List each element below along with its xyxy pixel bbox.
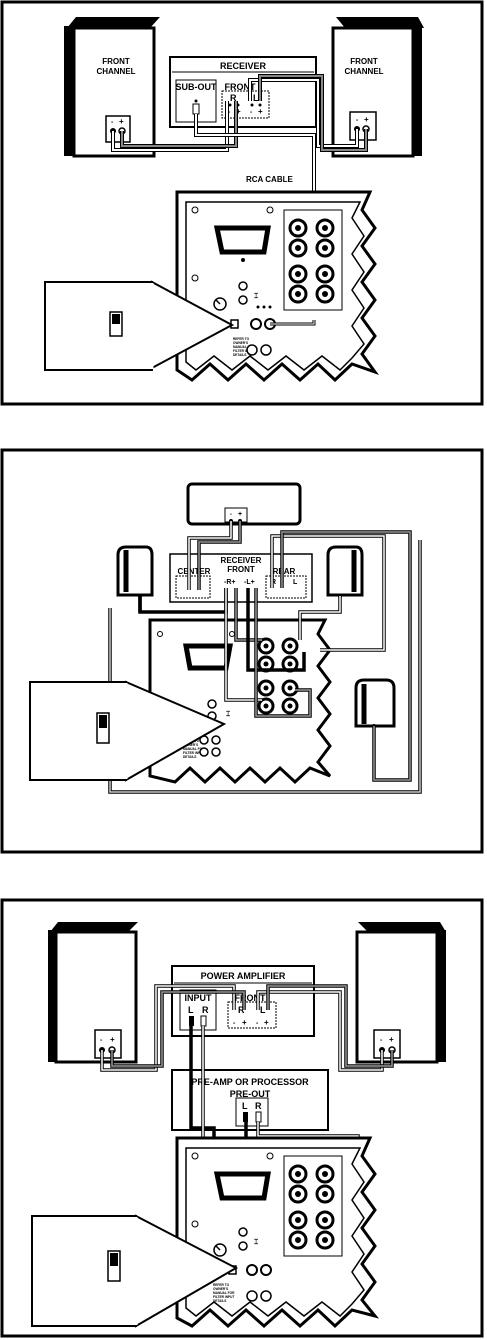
sub-out-label: SUB-OUT — [176, 82, 217, 92]
minus-label: - — [100, 1037, 103, 1044]
front-label: FRONT — [225, 82, 256, 92]
center-label: CENTER — [178, 567, 211, 576]
plus-label: + — [119, 117, 124, 126]
input-l-label: L — [188, 1005, 194, 1015]
minus-label: - — [380, 1037, 383, 1044]
pre-out-r-label: R — [255, 1101, 262, 1111]
preamp-label: PRE-AMP OR PROCESSOR — [191, 1077, 309, 1087]
minus-label: - — [356, 117, 359, 124]
phase-switch — [238, 295, 248, 305]
rear-satellite-speaker — [354, 678, 396, 728]
phase-symbol: ⌶ — [226, 711, 230, 718]
fine-print-line: REFER TO — [233, 337, 250, 341]
switch-zoom-callout — [29, 680, 227, 782]
front-r-label: R — [238, 1005, 245, 1015]
channel-l-label: L — [253, 93, 259, 103]
fine-print-line: OWNER'S — [183, 743, 198, 747]
sub-out-jack — [192, 103, 200, 115]
fine-print-line: OWNER'S — [213, 1287, 228, 1291]
front-channel-left-label-1: FRONT — [102, 57, 130, 66]
receiver-label: RECEIVER — [221, 556, 262, 565]
fine-print-line: DETAILS — [233, 353, 246, 357]
minus-label: - — [233, 1020, 236, 1027]
front-label: FRONT — [235, 993, 266, 1003]
front-terminals-section — [221, 90, 270, 119]
plus-label: + — [242, 1018, 247, 1027]
center-speaker: - + — [186, 482, 302, 526]
front-left-satellite-speaker — [116, 545, 154, 598]
speaker-level-input — [246, 1264, 258, 1276]
plus-label: + — [238, 511, 242, 518]
speaker-wires — [111, 74, 368, 152]
binding-posts — [288, 1164, 335, 1250]
fuse-holder — [260, 344, 272, 356]
fine-print-line: MANUAL FOR — [213, 1291, 235, 1295]
subwoofer-back-panel: ⌶ REFER TO OWNER'S MANUAL FOR FILTER INP… — [175, 190, 380, 383]
speaker-terminal-plate — [105, 115, 131, 143]
receiver-unit: RECEIVER SUB-OUT FRONT R L - + - + — [169, 56, 317, 128]
plus-label: + — [258, 107, 263, 116]
input-label: INPUT — [185, 993, 213, 1003]
minus-label: - — [256, 1020, 259, 1027]
speaker-terminal-plate — [349, 111, 377, 141]
led-indicator — [238, 281, 248, 291]
front-channel-right-label-2: CHANNEL — [344, 67, 383, 76]
front-r-label: -R+ — [224, 579, 235, 586]
panel-1-subout-connection: FRONT CHANNEL - + FRONT CHANNEL - + RECE… — [0, 0, 484, 406]
rca-cable-label: RCA CABLE — [246, 175, 293, 184]
speaker-wires — [108, 521, 422, 794]
fine-print-line: MANUAL FOR — [233, 345, 255, 349]
front-speaker-right: - + — [355, 922, 446, 1064]
front-l-label: -L+ — [244, 579, 255, 586]
front-channel-speaker-right: FRONT CHANNEL - + — [331, 17, 424, 158]
front-channel-left-label-2: CHANNEL — [96, 67, 135, 76]
switch-zoom-callout — [44, 280, 235, 371]
minus-label: - — [228, 109, 231, 116]
minus-label: - — [250, 109, 253, 116]
plus-label: + — [236, 107, 241, 116]
minus-label: - — [111, 119, 114, 126]
plus-label: + — [389, 1035, 394, 1044]
front-channel-speaker-left: FRONT CHANNEL - + — [64, 17, 160, 158]
pre-out-l-label: L — [242, 1101, 248, 1111]
panel-2-speaker-level-connection: - + RECEIVER FRONT CENTER REAR — [0, 448, 484, 854]
switch-zoom-callout — [31, 1214, 239, 1328]
binding-posts — [288, 218, 335, 304]
pre-out-label: PRE-OUT — [230, 1089, 271, 1099]
speaker-level-input — [260, 1264, 272, 1276]
minus-label: - — [230, 512, 232, 518]
power-amplifier-unit: POWER AMPLIFIER INPUT L R FRONT R L - + … — [171, 965, 315, 1037]
power-amplifier-label: POWER AMPLIFIER — [201, 971, 286, 981]
subwoofer-back-panel: ⌶ REFER TO OWNER'S MANUAL FOR FILTER INP… — [175, 1136, 380, 1329]
fine-print-line: OWNER'S — [233, 341, 248, 345]
front-label: FRONT — [227, 565, 255, 574]
fine-print-line: DETAILS — [213, 1299, 226, 1303]
fine-print-line: MANUAL FOR — [183, 747, 205, 751]
channel-r-label: R — [230, 93, 237, 103]
rca-input-jack — [250, 318, 262, 330]
input-r-label: R — [202, 1005, 209, 1015]
phase-symbol: ⌶ — [254, 293, 258, 300]
plus-label: + — [110, 1035, 115, 1044]
front-right-satellite-speaker — [326, 545, 364, 598]
phase-symbol: ⌶ — [254, 1239, 258, 1246]
receiver-unit: RECEIVER FRONT CENTER REAR -R+ -L+ R L — [169, 553, 313, 603]
fuse-holder — [246, 344, 258, 356]
fine-print-line: FILTER INPUT — [183, 751, 204, 755]
panel-3-power-amplifier-connection: - + - + POWER AMPLIFIER INPUT L R — [0, 898, 484, 1338]
front-channel-right-label-1: FRONT — [350, 57, 378, 66]
fine-print-line: DETAILS — [183, 755, 196, 759]
front-speaker-left: - + — [48, 922, 138, 1064]
plus-label: + — [364, 115, 369, 124]
fine-print-line: FILTER INPUT — [213, 1295, 234, 1299]
receiver-label: RECEIVER — [220, 61, 267, 71]
fine-print-line: FILTER INPUT — [233, 349, 254, 353]
rear-label: REAR — [273, 567, 296, 576]
front-l-label: L — [260, 1005, 266, 1015]
fine-print-line: REFER TO — [213, 1283, 230, 1287]
plus-label: + — [264, 1018, 269, 1027]
rear-l-label: L — [293, 579, 298, 586]
preamp-processor-unit: PRE-AMP OR PROCESSOR PRE-OUT L R — [171, 1069, 329, 1131]
